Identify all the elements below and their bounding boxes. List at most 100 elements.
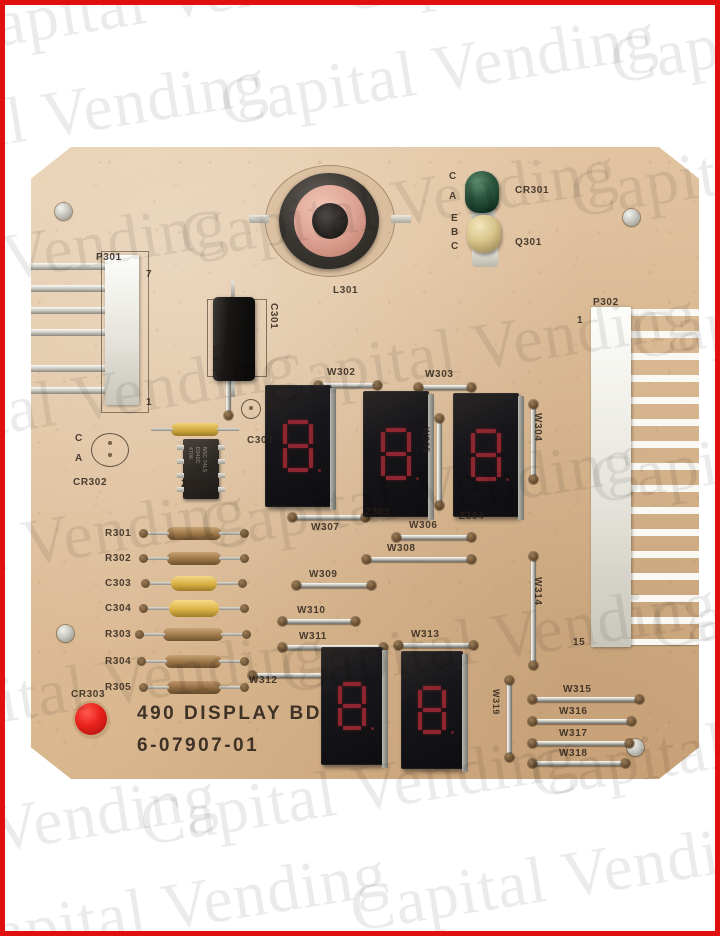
label-w311: W311 xyxy=(299,631,327,642)
jumper-w310 xyxy=(278,617,360,626)
label-r305: R305 xyxy=(105,682,132,693)
watermark-text: Capital Vending xyxy=(335,5,715,28)
watermark-text: Capital Vending xyxy=(215,5,663,141)
label-q301-c: C xyxy=(451,241,459,252)
connector-p301-assembly xyxy=(31,251,155,414)
jumper-w307 xyxy=(288,513,370,522)
resistor-r303 xyxy=(135,628,251,641)
label-w312: W312 xyxy=(249,675,278,686)
connector-p301[interactable] xyxy=(105,255,139,405)
label-c303: C303 xyxy=(105,578,132,589)
label-w302: W302 xyxy=(327,367,356,378)
jumper-w317 xyxy=(528,739,634,748)
display-5 xyxy=(401,651,468,772)
capacitor-c304 xyxy=(139,600,249,617)
jumper-w314 xyxy=(529,552,538,670)
label-p301: P301 xyxy=(96,252,122,263)
label-w304: W304 xyxy=(532,413,543,442)
label-q301-b: B xyxy=(451,227,459,238)
label-cr302: CR302 xyxy=(73,477,108,488)
capacitor-c301 xyxy=(213,297,255,381)
transistor-q301 xyxy=(467,215,501,253)
label-z303: Z303 xyxy=(365,507,391,518)
display-1 xyxy=(265,385,336,510)
ic-z301: NSC 74LS D340C 4706 xyxy=(177,439,225,499)
label-cr301: CR301 xyxy=(515,185,550,196)
mounting-rivet-bottom-left xyxy=(57,625,74,642)
resistor-r304 xyxy=(137,655,249,668)
label-p302-pin1: 1 xyxy=(577,315,584,326)
watermark-text: Capital Vending xyxy=(345,805,715,931)
footprint-cr302 xyxy=(91,433,129,467)
label-w301: W301 xyxy=(210,345,221,374)
label-cr303: CR303 xyxy=(71,689,106,700)
jumper-w315 xyxy=(528,695,644,704)
label-w316: W316 xyxy=(559,706,588,717)
display-4 xyxy=(321,647,388,768)
resistor-r305 xyxy=(139,681,249,694)
jumper-w319 xyxy=(505,676,514,762)
display-2 xyxy=(363,391,434,520)
label-w305: W305 xyxy=(421,427,431,453)
label-w313: W313 xyxy=(411,629,440,640)
label-p301-pin1: 1 xyxy=(146,397,153,408)
watermark-text: Capital Vending xyxy=(5,759,223,900)
label-cr301-a: A xyxy=(449,191,457,202)
resistor-r301 xyxy=(139,527,249,540)
label-w314: W314 xyxy=(532,577,543,606)
label-r301: R301 xyxy=(105,528,132,539)
watermark-text: Capital Vending xyxy=(5,837,393,931)
inductor-l301 xyxy=(249,165,411,277)
jumper-w303 xyxy=(414,383,476,392)
label-r302: R302 xyxy=(105,553,132,564)
label-q301-e: E xyxy=(451,213,459,224)
label-z301: Z301 xyxy=(181,479,207,490)
label-q301: Q301 xyxy=(515,237,542,248)
watermark-text: Capital Vending xyxy=(605,5,715,99)
label-w309: W309 xyxy=(309,569,338,580)
jumper-w318 xyxy=(528,759,630,768)
label-c304: C304 xyxy=(105,603,132,614)
pad-c302 xyxy=(241,399,261,419)
display-3 xyxy=(453,393,524,520)
board-title-line1: 490 DISPLAY BD xyxy=(137,703,322,724)
resistor-r302 xyxy=(139,552,249,565)
label-r304: R304 xyxy=(105,656,132,667)
label-w307: W307 xyxy=(311,522,340,533)
jumper-w316 xyxy=(528,717,636,726)
capacitor-c303 xyxy=(141,576,247,591)
label-c302: C302 xyxy=(247,435,274,446)
label-cr302-c: C xyxy=(75,433,83,444)
label-cr301-c: C xyxy=(449,171,457,182)
jumper-w308 xyxy=(362,555,476,564)
label-w303: W303 xyxy=(425,369,454,380)
jumper-w306 xyxy=(392,533,476,542)
label-w310: W310 xyxy=(297,605,326,616)
label-c302-plus: + xyxy=(265,399,274,415)
label-w315: W315 xyxy=(563,684,592,695)
diode-cr301 xyxy=(465,171,499,213)
label-w319: W319 xyxy=(491,689,501,715)
label-z304: Z304 xyxy=(459,511,485,522)
watermark-text: Capital Vending xyxy=(5,5,392,70)
jumper-w309 xyxy=(292,581,376,590)
mounting-rivet-top-right xyxy=(623,209,640,226)
label-cr302-a: A xyxy=(75,453,83,464)
label-p302: P302 xyxy=(593,297,619,308)
connector-p302-assembly xyxy=(591,307,699,657)
led-cr303 xyxy=(75,703,107,735)
connector-p302[interactable] xyxy=(591,307,631,647)
label-w317: W317 xyxy=(559,728,588,739)
label-p302-pin15: 15 xyxy=(573,637,586,648)
printed-circuit-board: P301 7 1 P302 1 15 L301 C A CR30 xyxy=(31,147,699,779)
jumper-w305 xyxy=(435,414,444,510)
label-w306: W306 xyxy=(409,520,438,531)
mounting-rivet-top-left xyxy=(55,203,72,220)
component-axial-yellow xyxy=(151,423,239,436)
board-title-line2: 6-07907-01 xyxy=(137,735,260,756)
label-c301: C301 xyxy=(268,303,279,330)
label-r303: R303 xyxy=(105,629,132,640)
label-p301-pin7: 7 xyxy=(146,269,153,280)
label-w318: W318 xyxy=(559,748,588,759)
